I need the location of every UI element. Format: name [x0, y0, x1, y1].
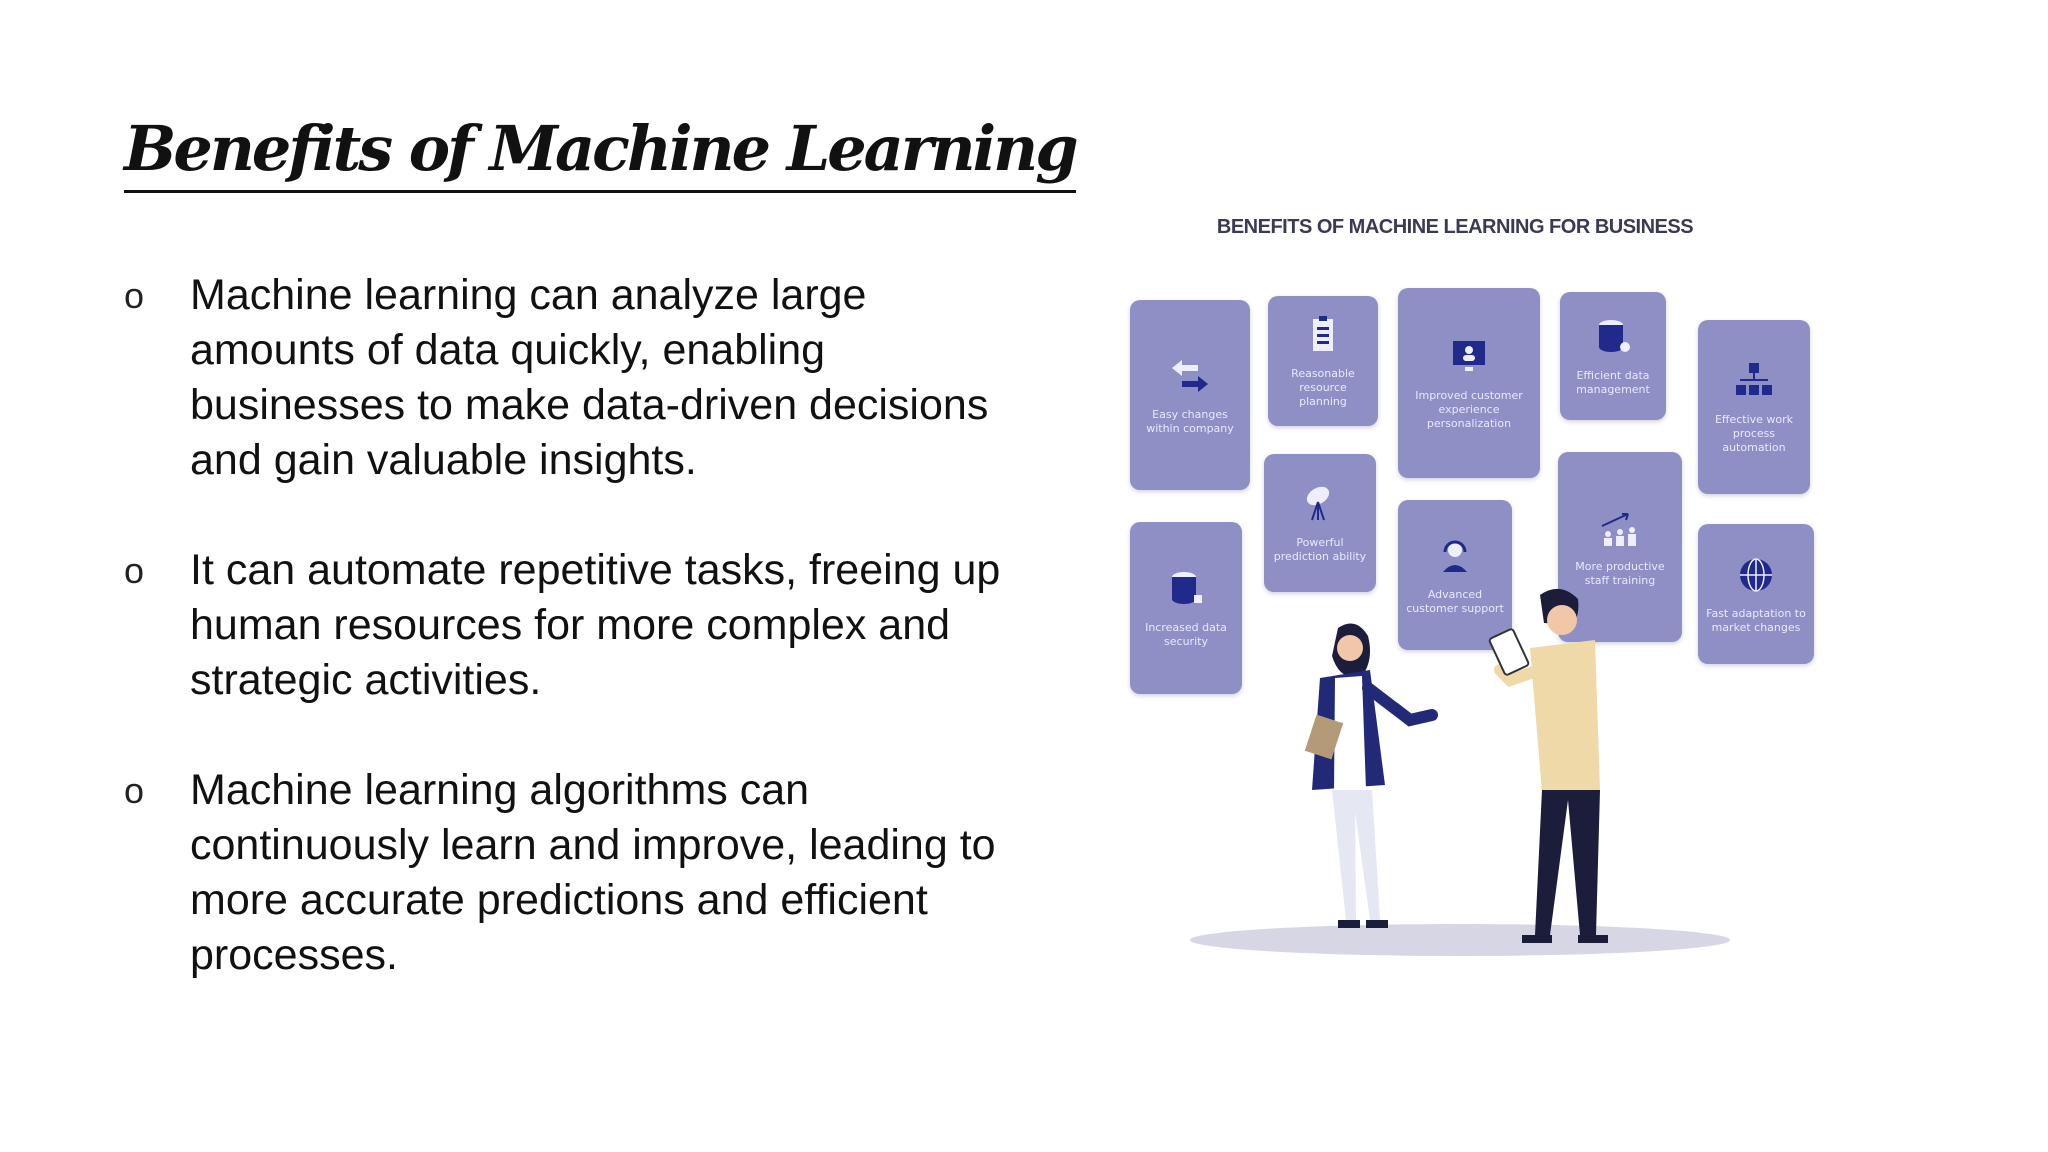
monitor-user-icon [1453, 341, 1485, 371]
globe-icon [1740, 558, 1772, 592]
bullet-text: Machine learning can analyze large amoun… [190, 271, 989, 484]
business-people-figure [1190, 588, 1730, 956]
bullet-marker: o [124, 275, 145, 316]
slide-title: Benefits of Machine Learning [124, 108, 1079, 193]
tile-resource-planning: Reasonable resource planning [1268, 296, 1378, 426]
tile-easy-changes: Easy changes within company [1130, 300, 1250, 490]
tile-data-security: Increased data security [1130, 522, 1242, 694]
satellite-dish-icon [1306, 486, 1330, 521]
secure-database-icon [1172, 572, 1202, 604]
bullet-item: o Machine learning algorithms can contin… [124, 763, 1024, 983]
org-chart-icon [1736, 363, 1772, 395]
woman-figure [1304, 623, 1438, 928]
bullet-text: It can automate repetitive tasks, freein… [190, 546, 1001, 704]
bullet-item: o Machine learning can analyze large amo… [124, 268, 1024, 488]
man-figure [1488, 588, 1608, 943]
tile-process-automation: Effective work process automation [1698, 320, 1810, 494]
bullet-marker: o [124, 550, 145, 591]
tile-staff-training: More productive staff training [1558, 452, 1682, 642]
headset-icon [1443, 540, 1467, 572]
bullet-list: o Machine learning can analyze large amo… [124, 268, 1024, 1038]
bullet-text: Machine learning algorithms can continuo… [190, 766, 996, 979]
tile-data-management: Efficient data management [1560, 292, 1666, 420]
bullet-item: o It can automate repetitive tasks, free… [124, 543, 1024, 708]
bullet-marker: o [124, 770, 145, 811]
illustration-heading: BENEFITS OF MACHINE LEARNING FOR BUSINES… [1216, 216, 1694, 238]
tile-market-adaptation: Fast adaptation to market changes [1698, 524, 1814, 664]
tile-customer-support: Advanced customer support [1398, 500, 1512, 650]
arrows-icon [1172, 360, 1208, 392]
clipboard-icon [1313, 316, 1333, 351]
database-icon [1599, 320, 1630, 352]
tile-customer-experience: Improved customer experience personaliza… [1398, 288, 1540, 478]
ml-benefits-illustration: BENEFITS OF MACHINE LEARNING FOR BUSINES… [1110, 200, 1850, 980]
growth-people-icon [1601, 513, 1636, 546]
tile-prediction-ability: Powerful prediction ability [1264, 454, 1376, 592]
